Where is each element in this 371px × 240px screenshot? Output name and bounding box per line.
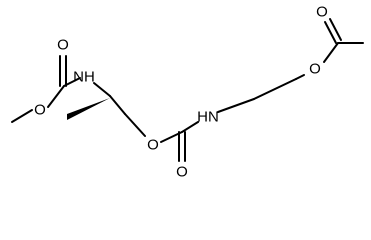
bond-c-o-double-right-b xyxy=(329,18,342,41)
bond-methyl-o-left xyxy=(11,109,33,123)
bond-ch-ch2 xyxy=(109,95,126,115)
bond-c-nh-mid xyxy=(181,121,199,133)
bond-o-c-acetyl xyxy=(323,42,339,63)
atom-o-carbonyl-right: O xyxy=(316,4,328,21)
structural-formula: O O NH O O HN O O xyxy=(11,4,364,181)
atom-o-carbonyl-mid: O xyxy=(176,164,188,181)
bond-ch2-o-mid xyxy=(124,113,146,137)
bond-ch2-o-acetyl xyxy=(295,74,305,80)
bond-ch2-ch2 xyxy=(253,78,297,100)
bond-c-o-double-right-a xyxy=(324,21,337,44)
atom-o-carbonyl-left: O xyxy=(57,37,69,54)
atom-nh-left: NH xyxy=(73,69,95,86)
atom-o-ester-mid: O xyxy=(147,137,159,154)
atom-o-methoxy: O xyxy=(34,102,46,119)
bond-nh-ch2-a xyxy=(217,98,255,113)
bond-nh-ch xyxy=(93,82,111,97)
bond-o-c-left xyxy=(47,85,65,108)
bond-c-nh-left xyxy=(63,77,81,87)
atom-o-acetyl: O xyxy=(309,61,321,78)
atom-nh-mid: HN xyxy=(197,109,219,126)
wedge-bond-methyl xyxy=(67,98,110,120)
